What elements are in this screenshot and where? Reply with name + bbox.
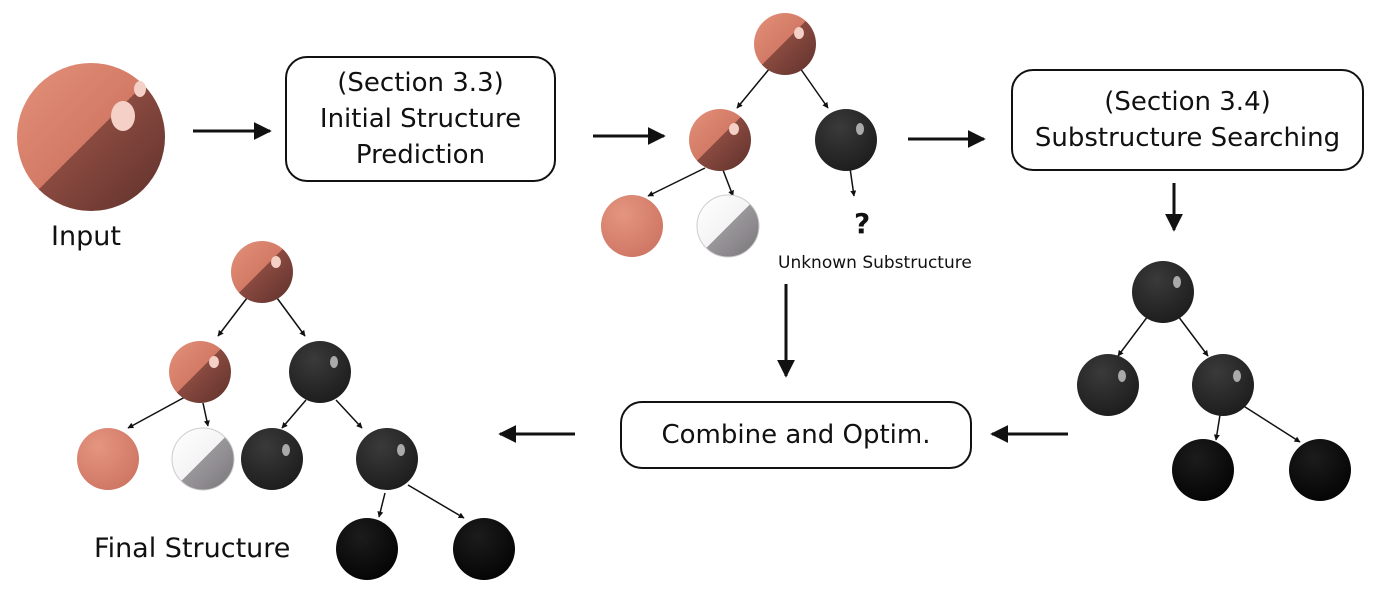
- unknown-substructure-label: Unknown Substructure: [778, 253, 972, 273]
- initial-prediction-box: (Section 3.3) Initial Structure Predicti…: [285, 56, 556, 182]
- input-sphere: [17, 63, 165, 211]
- box-line: Prediction: [355, 140, 486, 170]
- sphere-split: [689, 109, 751, 171]
- sphere-dark: [1192, 354, 1254, 416]
- section-label: (Section 3.3): [337, 68, 504, 98]
- sphere-white-gray: [696, 194, 760, 258]
- combine-box: Combine and Optim.: [620, 401, 972, 469]
- sphere-pink: [601, 195, 663, 257]
- sphere-dark: [289, 341, 351, 403]
- sphere-split: [754, 13, 816, 75]
- sphere-pink: [77, 428, 139, 490]
- input-label: Input: [51, 221, 121, 252]
- sphere-dark: [815, 109, 877, 171]
- sphere-dark: [1077, 354, 1139, 416]
- sphere-black: [1172, 439, 1234, 501]
- box-line: Substructure Searching: [1034, 123, 1341, 153]
- initial-tree-edges: [647, 67, 857, 197]
- sphere-white-gray: [171, 427, 235, 491]
- sphere-black: [336, 518, 398, 580]
- question-mark: ?: [854, 207, 871, 240]
- search-tree-edges: [1117, 315, 1301, 443]
- sphere-dark: [241, 428, 303, 490]
- sphere-black: [1289, 439, 1351, 501]
- sphere-split: [169, 341, 231, 403]
- substructure-search-box: (Section 3.4) Substructure Searching: [1011, 69, 1364, 171]
- box-line: Initial Structure: [319, 104, 522, 134]
- sphere-dark: [1132, 261, 1194, 323]
- flow-arrows: [193, 122, 1183, 443]
- sphere-split: [231, 241, 293, 303]
- sphere-dark: [356, 428, 418, 490]
- sphere-black: [453, 518, 515, 580]
- box-line: Combine and Optim.: [661, 420, 931, 450]
- final-structure-label: Final Structure: [94, 533, 291, 564]
- final-tree-edges: [127, 297, 465, 519]
- section-label: (Section 3.4): [1104, 87, 1271, 117]
